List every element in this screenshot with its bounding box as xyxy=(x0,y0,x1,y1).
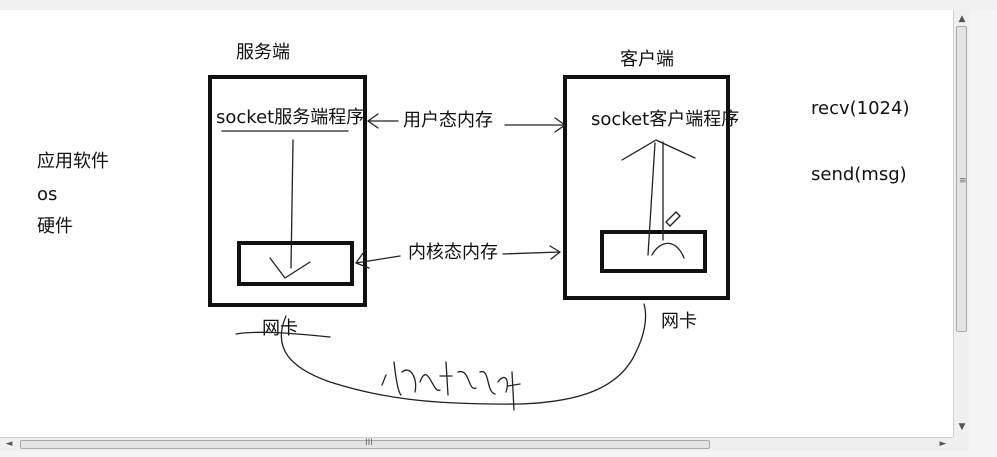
horizontal-grip-icon: III xyxy=(365,438,373,448)
server-title: 服务端 xyxy=(236,42,290,63)
internet-handwriting xyxy=(381,361,521,411)
scroll-right-button[interactable]: ► xyxy=(939,439,947,449)
scroll-left-button[interactable]: ◄ xyxy=(5,439,13,449)
pencil-icon xyxy=(665,211,681,227)
user-memory-label: 用户态内存 xyxy=(403,110,493,131)
client-kernel-buffer xyxy=(600,230,707,273)
window-bottom-edge xyxy=(0,451,997,457)
horizontal-scrollbar[interactable]: ◄ III ► xyxy=(0,437,953,451)
vertical-scrollbar[interactable]: ▲ ≡ ▼ xyxy=(953,10,969,437)
horizontal-scroll-thumb[interactable]: III xyxy=(20,438,710,449)
client-up-arrow-1 xyxy=(647,142,656,256)
scroll-up-button[interactable]: ▲ xyxy=(958,14,966,24)
network-cable-curve xyxy=(280,303,647,405)
client-box xyxy=(563,75,730,300)
layer-os-label: os xyxy=(37,184,58,205)
client-title: 客户端 xyxy=(620,49,674,70)
client-program-label: socket客户端程序 xyxy=(591,109,740,130)
kernel-memory-arrow-left xyxy=(355,255,401,264)
server-nic-scribble xyxy=(235,331,331,338)
recv-call-label: recv(1024) xyxy=(811,98,910,119)
layer-hardware-label: 硬件 xyxy=(37,216,73,237)
server-program-label: socket服务端程序 xyxy=(216,107,365,128)
vertical-grip-icon: ≡ xyxy=(959,176,967,186)
vertical-scroll-thumb[interactable]: ≡ xyxy=(956,26,967,332)
client-nic-label: 网卡 xyxy=(661,311,697,332)
server-kernel-buffer xyxy=(237,241,354,286)
drawing-canvas xyxy=(0,10,953,437)
window-right-edge xyxy=(969,10,997,457)
server-down-arrow xyxy=(290,139,294,269)
send-call-label: send(msg) xyxy=(811,164,907,185)
scroll-down-button[interactable]: ▼ xyxy=(958,422,966,432)
layer-application-label: 应用软件 xyxy=(37,151,109,172)
kernel-memory-label: 内核态内存 xyxy=(408,242,498,263)
server-box xyxy=(208,75,367,307)
kernel-memory-arrow-right xyxy=(502,251,561,255)
